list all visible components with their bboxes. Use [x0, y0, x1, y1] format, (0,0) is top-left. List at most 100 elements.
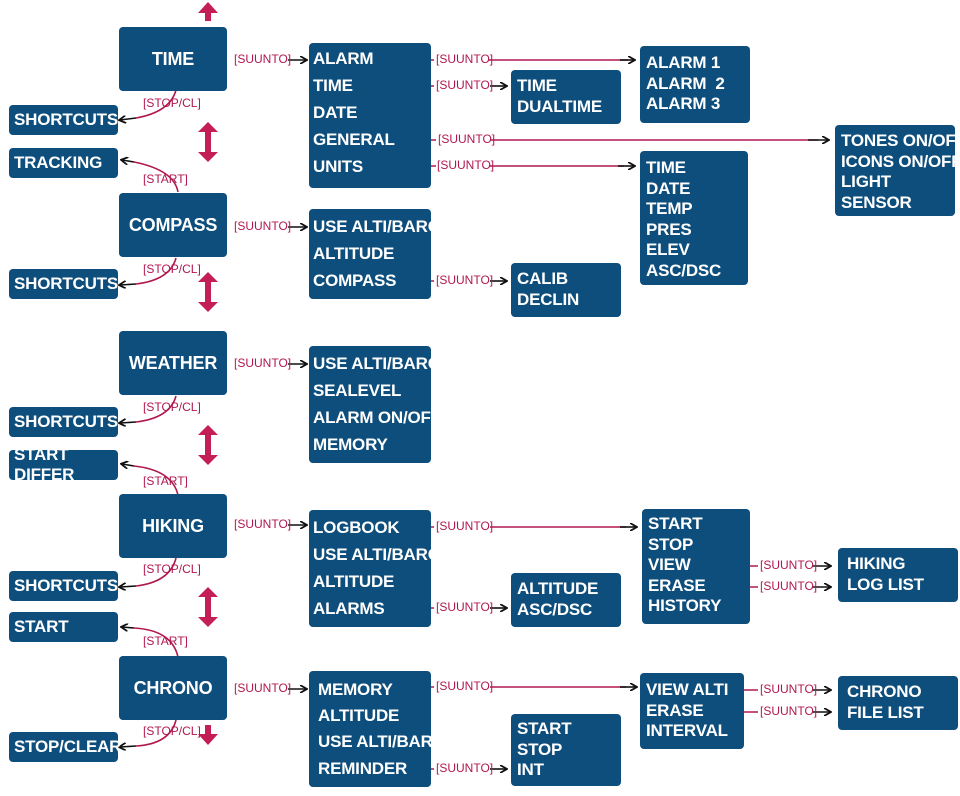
submenu-item: ALARM 3 [646, 94, 721, 114]
menu-item: ALTITUDE [313, 244, 395, 263]
tag-suunto-time: [SUUNTO] [234, 52, 292, 66]
submenu-item: ASC/DSC [646, 260, 722, 280]
shortcuts-weather: SHORTCUTS [9, 407, 118, 437]
menu-time: ALARM TIME DATE GENERAL UNITS [309, 43, 431, 188]
submenu-item: START [517, 719, 572, 738]
arrow-updown-compass-weather [198, 272, 218, 312]
tag-suunto-reminder: [SUUNTO] [436, 761, 494, 775]
menu-item: ALTITUDE [313, 572, 395, 591]
arrow-updown-weather-hiking [198, 425, 218, 465]
menu-item: ALARMS [313, 599, 385, 618]
curve-hiking-startdiffer [133, 465, 179, 496]
tag-suunto-compass-sub: [SUUNTO] [436, 273, 494, 287]
menu-item: ALARM ON/OFF [313, 408, 441, 427]
submenu-item: HISTORY [648, 596, 722, 616]
mode-weather: WEATHER [119, 331, 227, 395]
menu-item: COMPASS [313, 271, 397, 290]
submenu-alarms: ALARM 1 ALARM 2 ALARM 3 [640, 46, 750, 123]
submenu-item: ERASE [648, 575, 706, 595]
curve-chrono-start [133, 627, 179, 658]
tag-suunto-weather: [SUUNTO] [234, 356, 292, 370]
tag-suunto-view-alti: [SUUNTO] [760, 682, 818, 696]
shortcuts-time: SHORTCUTS [9, 105, 118, 135]
submenu-item: TEMP [646, 199, 693, 219]
start-box: START [9, 612, 118, 642]
tag-suunto-general: [SUUNTO] [438, 132, 496, 146]
arrow-down-bottom [198, 725, 218, 745]
menu-item: LOGBOOK [313, 518, 400, 537]
start-label: START [14, 617, 69, 636]
submenu-item: TONES ON/OFF [841, 131, 960, 150]
shortcuts-hiking: SHORTCUTS [9, 571, 118, 601]
tag-stopcl-chrono: [STOP/CL] [143, 724, 201, 738]
start-differ-label: START DIFFER [14, 445, 75, 484]
submenu-item: HIKING [847, 554, 906, 573]
menu-item: UNITS [313, 157, 364, 176]
tag-stopcl-hiking: [STOP/CL] [143, 562, 201, 576]
submenu-item: TIME [646, 158, 686, 177]
mode-chrono-label: CHRONO [133, 677, 213, 698]
tag-stopcl-time: [STOP/CL] [143, 96, 201, 110]
curve-compass-shortcuts [135, 257, 177, 285]
submenu-item: STOP [517, 739, 563, 759]
tag-stopcl-weather: [STOP/CL] [143, 400, 201, 414]
submenu-item: ICONS ON/OFF [841, 151, 960, 171]
submenu-item: ASC/DSC [517, 599, 593, 619]
tag-suunto-erase-chrono: [SUUNTO] [760, 704, 818, 718]
submenu-memory: VIEW ALTI ERASE INTERVAL [640, 673, 744, 749]
submenu-item: DUALTIME [517, 96, 602, 116]
submenu-compass: CALIB DECLIN [511, 263, 621, 317]
menu-item: MEMORY [318, 680, 393, 699]
tag-suunto-memory: [SUUNTO] [436, 679, 494, 693]
curve-hiking-shortcuts [135, 557, 177, 587]
submenu-chrono-file: CHRONO FILE LIST [838, 676, 958, 730]
arrow-up-top [198, 2, 218, 21]
menu-chrono: MEMORY ALTITUDE USE ALTI/BARO REMINDER [309, 671, 446, 787]
submenu-hiking-log: HIKING LOG LIST [838, 548, 958, 602]
menu-item: ALARM [313, 49, 374, 68]
mode-weather-label: WEATHER [128, 352, 218, 373]
submenu-item: VIEW ALTI [646, 680, 729, 699]
tag-start-chrono: [START] [143, 634, 188, 648]
submenu-reminder: START STOP INT [511, 714, 621, 786]
submenu-item: SENSOR [841, 192, 912, 212]
submenu-item: ELEV [646, 240, 690, 260]
menu-item: DATE [313, 103, 358, 122]
menu-item: TIME [313, 76, 353, 95]
submenu-alarms-hiking: ALTITUDE ASC/DSC [511, 573, 621, 627]
menu-item: ALTITUDE [318, 706, 400, 725]
submenu-item: ERASE [646, 700, 704, 720]
tag-start-compass: [START] [143, 172, 188, 186]
tag-stopcl-compass: [STOP/CL] [143, 262, 201, 276]
curve-weather-shortcuts [135, 395, 177, 423]
submenu-item: LIGHT [841, 172, 891, 192]
shortcuts-label: SHORTCUTS [14, 274, 118, 293]
mode-time: TIME [119, 27, 227, 91]
tag-suunto-view: [SUUNTO] [760, 558, 818, 572]
menu-item: REMINDER [318, 759, 408, 778]
tag-start-hiking: [START] [143, 474, 188, 488]
curve-chrono-stopclear [135, 719, 177, 747]
mode-compass: COMPASS [119, 193, 227, 257]
tag-suunto-erase: [SUUNTO] [760, 579, 818, 593]
menu-item: USE ALTI/BARO [313, 354, 441, 373]
mode-hiking-label: HIKING [142, 515, 204, 536]
menu-item: USE ALTI/BARO [313, 545, 441, 564]
submenu-item: TIME [517, 76, 557, 95]
submenu-item: INT [517, 760, 544, 780]
shortcuts-label: SHORTCUTS [14, 110, 118, 129]
stop-clear-box: STOP/CLEAR [9, 732, 121, 762]
submenu-item: STOP [648, 534, 694, 554]
submenu-general: TONES ON/OFF ICONS ON/OFF LIGHT SENSOR [835, 125, 960, 216]
mode-time-label: TIME [151, 48, 195, 69]
menu-item: MEMORY [313, 435, 388, 454]
tracking-box: TRACKING [9, 148, 118, 178]
menu-item: SEALEVEL [313, 381, 402, 400]
tag-suunto-time-sub: [SUUNTO] [436, 78, 494, 92]
submenu-item: DECLIN [517, 289, 580, 309]
tag-suunto-alarm: [SUUNTO] [436, 52, 494, 66]
curve-compass-tracking [133, 161, 179, 193]
start-differ-box: START DIFFER [9, 445, 118, 484]
tag-suunto-chrono: [SUUNTO] [234, 681, 292, 695]
tag-suunto-compass: [SUUNTO] [234, 219, 292, 233]
